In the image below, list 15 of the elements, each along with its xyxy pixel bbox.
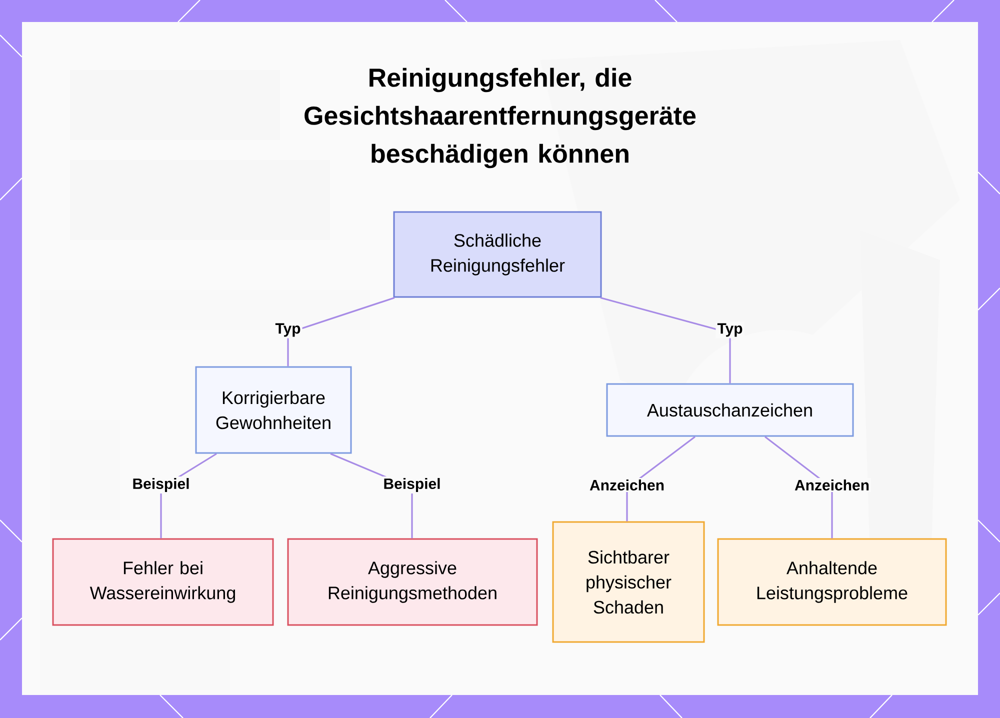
- box: Schädliche Reinigungsfehler: [393, 211, 602, 298]
- edge-label: Anzeichen: [794, 480, 869, 490]
- box: Sichtbarer physischer Schaden: [552, 521, 705, 643]
- edge-label: Beispiel: [384, 478, 440, 492]
- box: Korrigierbare Gewohnheiten: [195, 366, 352, 454]
- box: Fehler bei Wassereinwirkung: [52, 538, 274, 626]
- box: Aggressive Reinigungsmethoden: [287, 538, 538, 626]
- connector: [600, 296, 731, 384]
- edge-label: Beispiel: [133, 478, 189, 492]
- edge-label: Typ: [275, 323, 300, 337]
- edge-label: Anzeichen: [590, 480, 664, 490]
- title: Reinigungsfehler, die Gesichtshaarentfernungsgeräte beschädigen können: [304, 68, 696, 168]
- edge-label: Typ: [717, 323, 742, 337]
- box: Anhaltende Leistungsprobleme: [717, 538, 947, 626]
- box: Austauschanzeichen: [606, 383, 854, 437]
